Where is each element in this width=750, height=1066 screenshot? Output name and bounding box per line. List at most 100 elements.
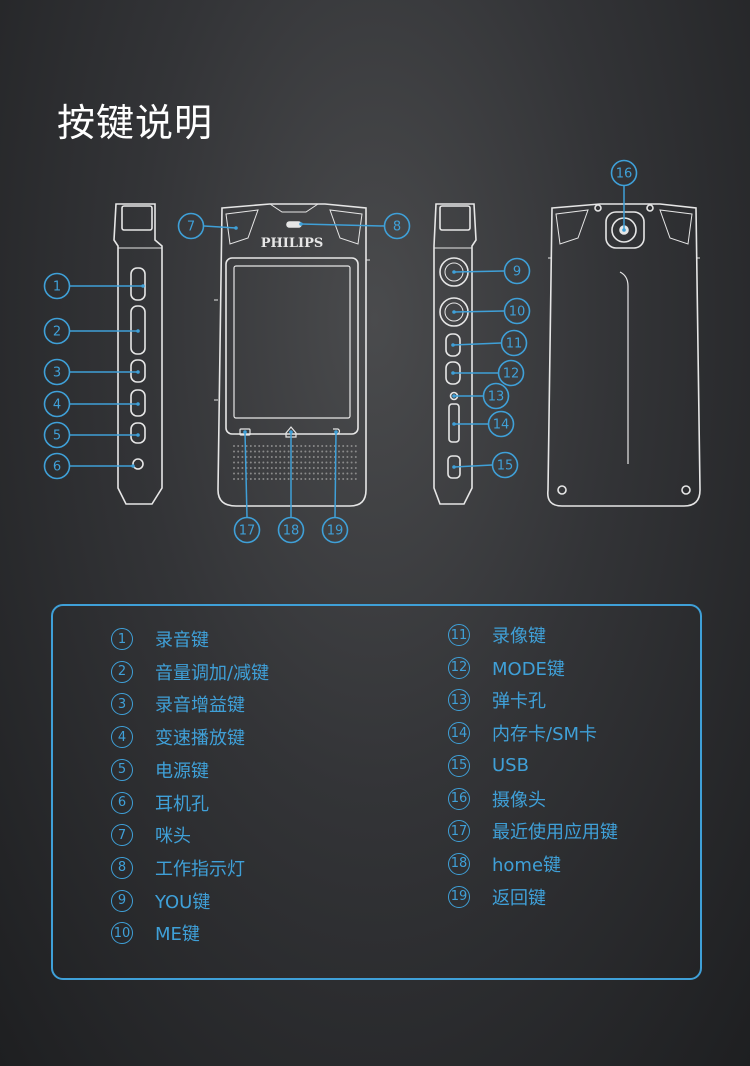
legend-number: 14 — [448, 722, 470, 745]
callout-anchor-dot — [289, 430, 293, 434]
grille-dot — [338, 472, 340, 475]
legend-label: 录像键 — [492, 626, 546, 647]
grille-dot — [283, 467, 286, 469]
grille-dot — [237, 467, 240, 469]
grille-dot — [249, 472, 252, 475]
grille-dot — [275, 472, 277, 475]
grille-dot — [254, 445, 256, 447]
callout-number: 15 — [497, 459, 514, 474]
callout-circle — [500, 329, 528, 357]
grille-dot — [317, 445, 319, 447]
grille-dot — [329, 467, 332, 469]
grille-dot — [283, 445, 286, 447]
grille-dot — [304, 478, 307, 480]
grille-dot — [296, 450, 298, 453]
callout-circle — [497, 359, 525, 387]
grille-dot — [342, 456, 345, 458]
grille-dot — [342, 450, 345, 453]
grille-dot — [342, 445, 345, 447]
callout-number: 16 — [616, 167, 633, 182]
grille-dot — [312, 456, 315, 458]
grille-dot — [279, 450, 282, 453]
grille-dot — [321, 456, 324, 458]
callout-circle — [503, 257, 531, 285]
callout-circle — [43, 272, 71, 300]
callout-circle — [321, 516, 349, 544]
grille-dot — [283, 472, 286, 475]
legend-number: 5 — [111, 758, 133, 781]
grille-dot — [312, 445, 315, 447]
grille-dot — [350, 450, 353, 453]
callout-anchor-dot — [131, 464, 135, 468]
legend-label: 变速播放键 — [155, 728, 245, 750]
grille-dot — [254, 461, 256, 464]
grille-dot — [241, 461, 244, 464]
legend-number: 9 — [111, 889, 133, 912]
grille-dot — [275, 450, 277, 453]
grille-dot — [254, 456, 256, 458]
grille-dot — [329, 445, 332, 447]
grille-dot — [291, 478, 294, 480]
grille-dot — [270, 478, 273, 480]
grille-dot — [291, 450, 294, 453]
grille-dot — [342, 472, 345, 475]
callout-circle — [491, 451, 519, 479]
callout-anchor-dot — [451, 371, 455, 375]
callout-circle — [177, 212, 205, 240]
grille-dot — [338, 445, 340, 447]
grille-dot — [325, 461, 328, 464]
grille-dot — [291, 461, 294, 464]
grille-dot — [237, 472, 240, 475]
speaker-grille — [233, 445, 357, 480]
grille-dot — [262, 461, 265, 464]
grille-dot — [279, 445, 282, 447]
legend-item: 5 电源键 — [111, 755, 209, 785]
callout-anchor-dot — [452, 422, 456, 426]
grille-dot — [300, 478, 303, 480]
callout-number: 12 — [503, 367, 520, 382]
grille-dot — [258, 445, 261, 447]
grille-dot — [296, 472, 298, 475]
grille-dot — [300, 445, 303, 447]
grille-dot — [258, 467, 261, 469]
grille-dot — [241, 478, 244, 480]
grille-dot — [270, 461, 273, 464]
legend-number: 13 — [448, 689, 470, 712]
callout-anchor-dot — [334, 430, 338, 434]
callout-anchor-dot — [243, 430, 247, 434]
grille-dot — [233, 467, 235, 469]
grille-dot — [258, 450, 261, 453]
legend-label: 录音键 — [155, 630, 209, 651]
callout-number: 4 — [53, 398, 61, 413]
grille-dot — [270, 450, 273, 453]
grille-dot — [241, 450, 244, 453]
callout-anchor-dot — [452, 310, 456, 314]
grille-dot — [308, 478, 311, 480]
grille-dot — [338, 467, 340, 469]
legend-label: 电源键 — [155, 760, 209, 782]
grille-dot — [266, 472, 269, 475]
grille-dot — [245, 445, 248, 447]
grille-dot — [233, 461, 235, 464]
legend-item: 4 变速播放键 — [111, 722, 245, 752]
grille-dot — [262, 467, 265, 469]
callout-number: 14 — [493, 418, 510, 433]
grille-dot — [287, 472, 290, 475]
grille-dot — [300, 456, 303, 458]
grille-dot — [241, 445, 244, 447]
grille-dot — [296, 461, 298, 464]
callout-circle — [43, 358, 71, 386]
grille-dot — [249, 478, 252, 480]
grille-dot — [308, 450, 311, 453]
legend-number: 4 — [111, 726, 133, 749]
grille-dot — [266, 450, 269, 453]
grille-dot — [329, 450, 332, 453]
legend-number: 7 — [111, 824, 133, 847]
grille-dot — [237, 456, 240, 458]
